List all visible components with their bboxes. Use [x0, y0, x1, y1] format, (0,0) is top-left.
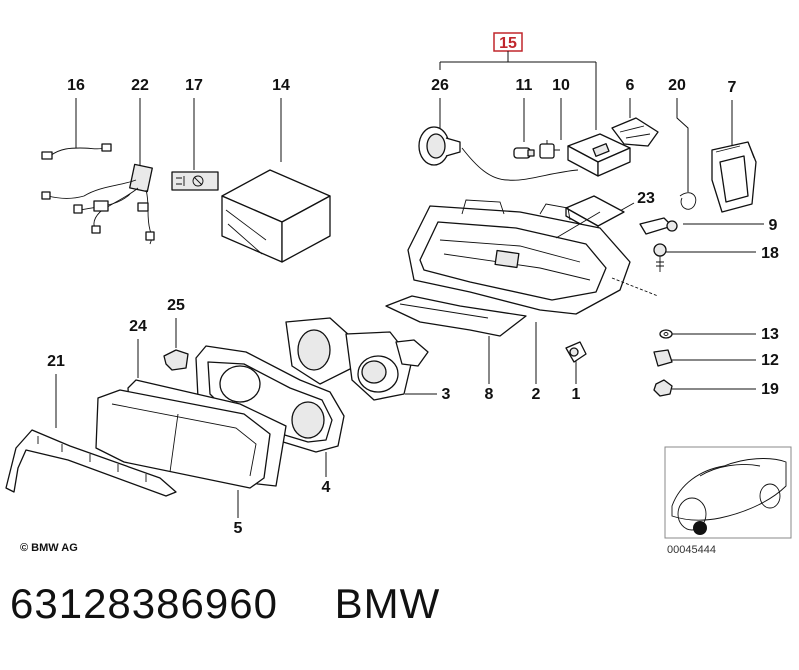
- callout-17: 17: [185, 77, 203, 94]
- part-9-socket: [639, 217, 678, 235]
- inset-frame: [664, 446, 792, 539]
- callout-15-bracket: [439, 51, 597, 130]
- callout-11: 11: [516, 77, 533, 94]
- part-18-screw: [653, 243, 667, 272]
- callout-23: 23: [637, 190, 655, 207]
- part-13-washer: [659, 329, 673, 339]
- callout-2: 2: [532, 386, 541, 403]
- callout-3: 3: [442, 386, 451, 403]
- part-26-cap: [418, 126, 461, 166]
- part-16-cable: [41, 143, 112, 160]
- part-20-spring-clip: [679, 192, 697, 210]
- callout-25: 25: [167, 297, 185, 314]
- part-1-bulb-holder: [565, 341, 587, 363]
- callout-7: 7: [728, 79, 737, 96]
- callout-12: 12: [761, 352, 779, 369]
- part-7-bracket: [711, 141, 757, 213]
- callout-14: 14: [272, 77, 290, 94]
- part-2-housing: [407, 199, 659, 315]
- callout-9: 9: [769, 217, 778, 234]
- callout-1: 1: [572, 386, 581, 403]
- callout-13: 13: [761, 326, 779, 343]
- part-14-box: [221, 169, 331, 263]
- callout-4: 4: [322, 479, 331, 496]
- part-number: 63128386960: [10, 580, 278, 627]
- inset-vehicle-view: 00045444: [664, 446, 792, 556]
- callout-19: 19: [761, 381, 779, 398]
- callout-21: 21: [47, 353, 65, 370]
- callout-18: 18: [761, 245, 779, 262]
- part-17-warning-label: [171, 171, 219, 191]
- callout-26: 26: [431, 77, 449, 94]
- location-marker: [693, 521, 707, 535]
- part-25-clip: [163, 349, 189, 371]
- part-ballast: [567, 133, 631, 177]
- part-8-deflector: [385, 295, 527, 337]
- callout-10: 10: [552, 77, 570, 94]
- part-11-bulb: [461, 147, 579, 181]
- brand-name: BMW: [334, 580, 441, 627]
- inset-code: 00045444: [667, 544, 716, 556]
- copyright: © BMW AG: [20, 542, 78, 554]
- part-6-cover: [611, 117, 659, 147]
- callout-22: 22: [131, 77, 149, 94]
- callout-24: 24: [129, 318, 147, 335]
- callout-6: 6: [626, 77, 635, 94]
- part-12-clip: [653, 349, 673, 367]
- part-22-wiring-harness: [41, 163, 155, 245]
- callout-20: 20: [668, 77, 686, 94]
- callout-8: 8: [485, 386, 494, 403]
- part-5-lens: [95, 389, 271, 489]
- part-3-projector: [285, 317, 429, 401]
- callout-15-group: 15: [439, 32, 597, 130]
- part-21-trim-strip: [5, 429, 177, 497]
- callout-16: 16: [67, 77, 85, 94]
- leader-20: [676, 98, 689, 192]
- footer: 63128386960 BMW: [10, 580, 440, 628]
- callout-15: 15: [499, 35, 517, 52]
- callout-5: 5: [234, 520, 243, 537]
- part-19-nut: [653, 379, 673, 397]
- part-10-xenon-bulb: [539, 140, 560, 159]
